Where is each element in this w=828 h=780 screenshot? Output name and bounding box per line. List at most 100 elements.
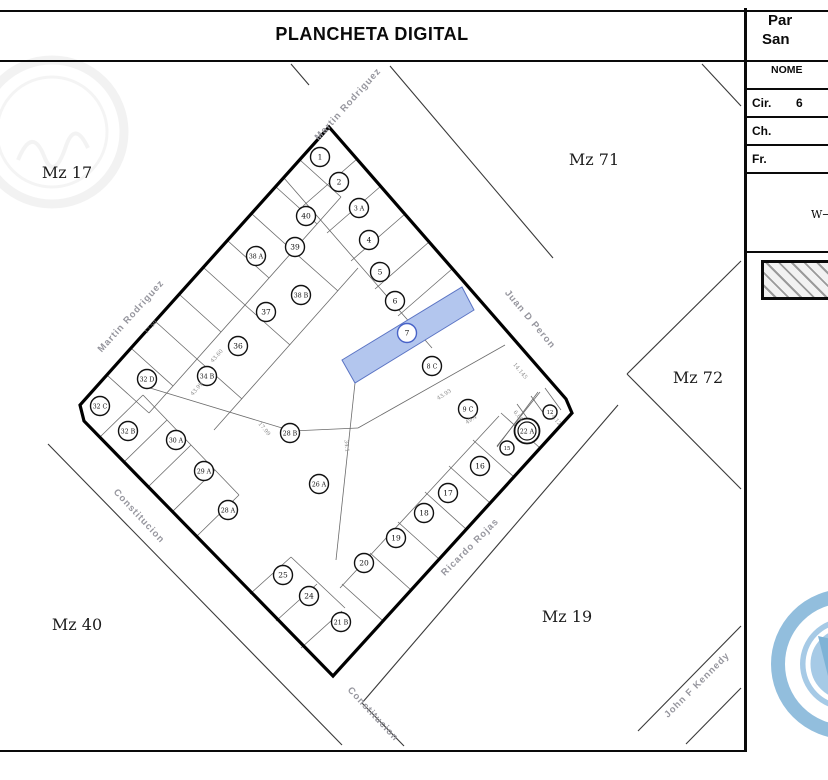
panel-divider — [747, 88, 828, 90]
svg-text:16: 16 — [475, 461, 485, 470]
block-label-Mz40[interactable]: Mz 40 — [52, 615, 102, 634]
block-labels: Mz 17 Mz 71 Mz 72 Mz 40 Mz 19 — [42, 150, 723, 634]
svg-text:John F Kennedy: John F Kennedy — [662, 650, 732, 720]
parcel-badge-21B[interactable]: 21 B — [330, 611, 352, 633]
svg-text:36: 36 — [233, 341, 243, 350]
street-lines — [47, 63, 742, 747]
svg-text:43.93: 43.93 — [436, 388, 453, 402]
parcel-badge-2[interactable]: 2 — [328, 171, 350, 193]
watermark-logo — [0, 55, 129, 209]
parcel-badge-4[interactable]: 4 — [358, 229, 380, 251]
panel-header-line1: Par — [768, 12, 793, 29]
parcel-badge-32D[interactable]: 32 D — [136, 368, 158, 390]
parcel-badge-28B[interactable]: 28 B — [279, 422, 301, 444]
legend-hatch-swatch — [761, 260, 828, 300]
svg-text:Martin Rodriguez: Martin Rodriguez — [96, 278, 167, 355]
svg-text:32 B: 32 B — [121, 428, 136, 435]
svg-text:6: 6 — [393, 296, 398, 305]
parcel-badge-6[interactable]: 6 — [384, 290, 406, 312]
parcel-badge-8C[interactable]: 8 C — [421, 355, 443, 377]
panel-section-label: NOME — [771, 64, 803, 76]
parcel-badge-24[interactable]: 24 — [298, 585, 320, 607]
parcel-badge-5[interactable]: 5 — [369, 261, 391, 283]
svg-text:34.1: 34.1 — [342, 440, 349, 453]
svg-text:18: 18 — [419, 508, 429, 517]
svg-text:19: 19 — [391, 533, 401, 542]
svg-text:38 A: 38 A — [249, 253, 264, 260]
parcel-lines — [99, 158, 562, 649]
parcel-badge-28A[interactable]: 28 A — [217, 499, 239, 521]
block-label-Mz19[interactable]: Mz 19 — [542, 607, 592, 626]
parcel-badge-37[interactable]: 37 — [255, 301, 277, 323]
svg-text:12: 12 — [547, 410, 554, 416]
block-label-Mz17[interactable]: Mz 17 — [42, 163, 92, 182]
svg-text:39: 39 — [290, 242, 300, 251]
svg-text:49.4: 49.4 — [465, 414, 479, 426]
parcel-badge-16[interactable]: 16 — [469, 455, 491, 477]
svg-text:28 A: 28 A — [221, 507, 236, 514]
svg-text:20: 20 — [359, 558, 369, 567]
svg-text:30 A: 30 A — [169, 437, 184, 444]
info-panel: Par San NOME Cir. 6 Ch. Fr. W→ — [744, 8, 828, 752]
parcel-badge-15[interactable]: 15 — [499, 440, 515, 456]
field-cir-value[interactable]: 6 — [796, 96, 803, 110]
parcel-badge-3A[interactable]: 3 A — [348, 197, 370, 219]
svg-text:28 B: 28 B — [283, 430, 298, 437]
svg-text:1: 1 — [318, 152, 323, 161]
svg-text:29 A: 29 A — [197, 468, 212, 475]
parcel-badge-17[interactable]: 17 — [437, 482, 459, 504]
parcel-badge-39[interactable]: 39 — [284, 236, 306, 258]
svg-text:7: 7 — [405, 328, 410, 337]
svg-text:Martin Rodriguez: Martin Rodriguez — [313, 66, 384, 143]
svg-text:32 D: 32 D — [140, 376, 155, 383]
parcel-badge-9C[interactable]: 9 C — [457, 398, 479, 420]
parcel-badge-30A[interactable]: 30 A — [165, 429, 187, 451]
panel-divider — [747, 116, 828, 118]
municipal-logo — [771, 591, 828, 737]
compass-west-label: W→ — [811, 208, 828, 221]
svg-text:34 B: 34 B — [200, 373, 215, 380]
title-bottom-line — [0, 60, 744, 62]
parcel-badge-18[interactable]: 18 — [413, 502, 435, 524]
svg-text:2: 2 — [337, 177, 342, 186]
block-label-Mz72[interactable]: Mz 72 — [673, 368, 723, 387]
svg-text:37: 37 — [261, 307, 271, 316]
svg-text:40: 40 — [301, 211, 311, 220]
svg-text:43.60: 43.60 — [210, 348, 225, 364]
parcel-badge-7[interactable]: 7 — [396, 322, 418, 344]
panel-divider — [747, 60, 828, 62]
parcel-badge-34B[interactable]: 34 B — [196, 365, 218, 387]
svg-text:38 B: 38 B — [294, 292, 309, 299]
svg-text:5: 5 — [378, 267, 383, 276]
parcel-badge-20[interactable]: 20 — [353, 552, 375, 574]
svg-text:8 C: 8 C — [427, 363, 438, 370]
parcel-badge-32C[interactable]: 32 C — [89, 395, 111, 417]
svg-text:15: 15 — [504, 446, 511, 452]
svg-text:26 A: 26 A — [312, 481, 327, 488]
svg-text:17: 17 — [443, 488, 453, 497]
parcel-badge-40[interactable]: 40 — [295, 205, 317, 227]
field-cir-label: Cir. — [752, 96, 772, 110]
block-label-Mz71[interactable]: Mz 71 — [569, 150, 619, 169]
frame-top-line — [0, 10, 828, 12]
field-fr-label: Fr. — [752, 152, 767, 166]
parcel-badge-32B[interactable]: 32 B — [117, 420, 139, 442]
parcel-badge-38B[interactable]: 38 B — [290, 284, 312, 306]
parcel-badge-25[interactable]: 25 — [272, 564, 294, 586]
svg-text:24: 24 — [304, 591, 314, 600]
parcel-badge-12[interactable]: 12 — [542, 404, 558, 420]
parcel-badge-29A[interactable]: 29 A — [193, 460, 215, 482]
panel-divider — [747, 172, 828, 174]
parcel-badge-19[interactable]: 19 — [385, 527, 407, 549]
field-ch-label: Ch. — [752, 124, 772, 138]
panel-divider — [747, 251, 828, 253]
parcel-badge-22A[interactable]: 22 A — [513, 417, 541, 445]
svg-text:4: 4 — [367, 235, 372, 244]
parcel-badge-38A[interactable]: 38 A — [245, 245, 267, 267]
block-boundary — [78, 124, 574, 679]
parcel-badge-26A[interactable]: 26 A — [308, 473, 330, 495]
parcel-badge-36[interactable]: 36 — [227, 335, 249, 357]
parcel-badge-1[interactable]: 1 — [309, 146, 331, 168]
